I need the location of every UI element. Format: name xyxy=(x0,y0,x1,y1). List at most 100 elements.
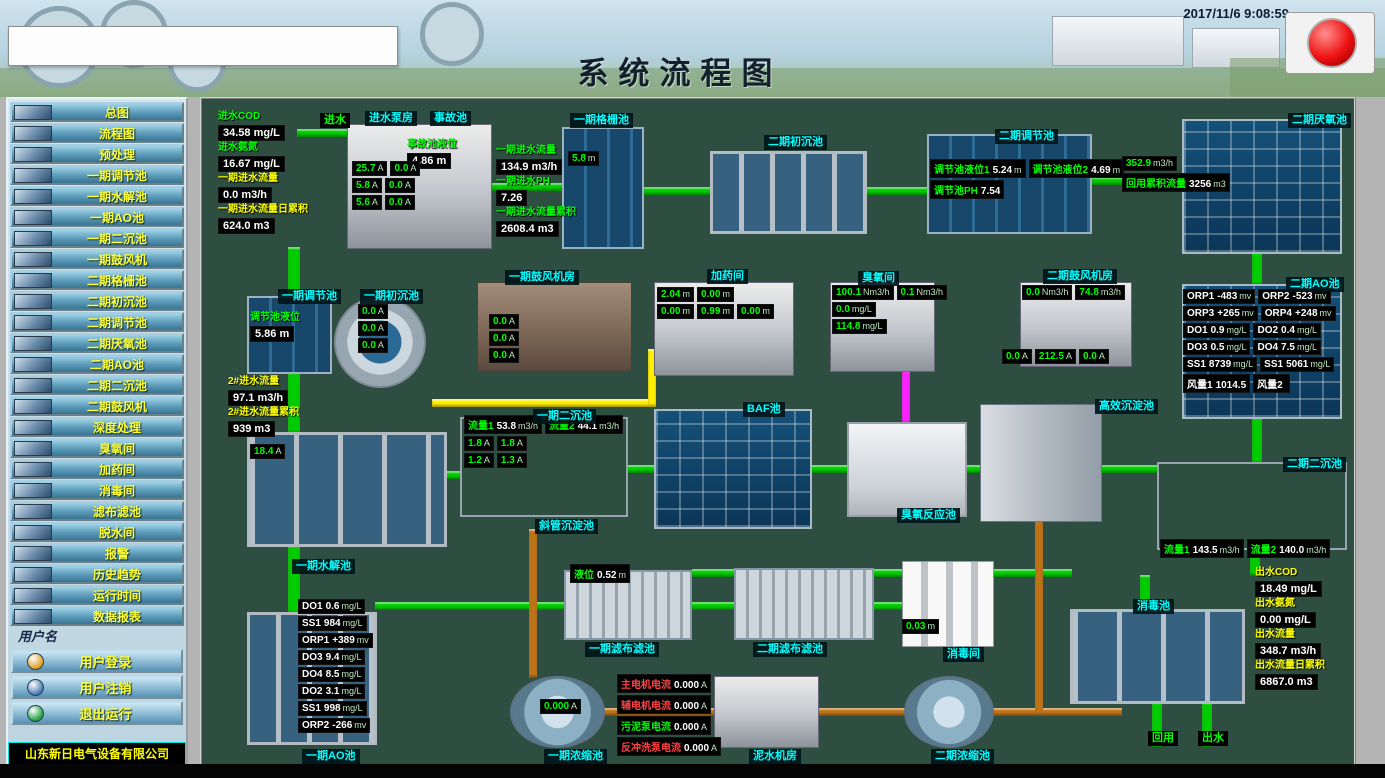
label-phase2-blower-house: 二期鼓风机房 xyxy=(1043,269,1117,284)
readout-unit: m3/h xyxy=(518,421,539,431)
label-phase2-regulating: 二期调节池 xyxy=(995,129,1058,144)
thumbnail-icon xyxy=(14,524,52,540)
readout-value: 9.4 xyxy=(325,652,340,663)
readout-unit: m3/h xyxy=(238,189,268,201)
value-readout: 6867.0 m3 xyxy=(1255,674,1318,690)
sludge-dewatering-house[interactable] xyxy=(714,676,819,748)
readout-unit: A xyxy=(377,306,384,316)
alarm-indicator-light[interactable] xyxy=(1307,18,1357,68)
sidebar-item-phase2-blower[interactable]: 二期鼓风机 xyxy=(10,396,184,416)
readout-value: 0.9 xyxy=(1210,325,1225,336)
thumbnail-icon xyxy=(14,293,52,309)
sidebar-item-phase2-anaerobic[interactable]: 二期厌氧池 xyxy=(10,333,184,353)
readout-value: 18.4 xyxy=(254,446,274,457)
phase2-primary-sed-pool[interactable] xyxy=(710,151,867,234)
phase2-cloth-filter-unit[interactable] xyxy=(734,568,874,640)
pipe xyxy=(1152,702,1162,747)
sidebar-item-phase1-secondary-sed[interactable]: 一期二沉池 xyxy=(10,228,184,248)
readout-unit: m3 xyxy=(1213,179,1226,189)
readout-value: 0.00 xyxy=(740,306,761,317)
thumbnail-icon xyxy=(14,167,52,183)
thumbnail-icon xyxy=(14,440,52,456)
readout-value: 0.0 xyxy=(493,333,507,344)
baf-pool[interactable] xyxy=(654,409,812,529)
readout-value: 0.0 xyxy=(836,304,850,315)
readout-label: 一期进水流量 xyxy=(496,145,556,156)
readout-value: 134.9 xyxy=(501,161,529,173)
label-dosing-room: 加药间 xyxy=(707,269,748,284)
sidebar-item-phase2-regulating[interactable]: 二期调节池 xyxy=(10,312,184,332)
sidebar-item-phase1-regulating[interactable]: 一期调节池 xyxy=(10,165,184,185)
report-icon xyxy=(14,608,52,624)
readout-label: 风量1 xyxy=(1187,380,1213,391)
sidebar-item-flowchart[interactable]: 流程图 xyxy=(10,123,184,143)
label-phase1-primary-sed: 一期初沉池 xyxy=(360,289,423,304)
sidebar-item-phase2-primary-sed[interactable]: 二期初沉池 xyxy=(10,291,184,311)
sidebar-item-phase2-grating[interactable]: 二期格栅池 xyxy=(10,270,184,290)
sidebar-button-login[interactable]: 用户登录 xyxy=(11,649,183,673)
phase2-thickener-pool[interactable] xyxy=(904,676,994,748)
label-ozone-reactor: 臭氧反应池 xyxy=(897,508,960,523)
readout-unit: A xyxy=(410,163,417,173)
sidebar-item-disinfection-room[interactable]: 消毒间 xyxy=(10,480,184,500)
sidebar-item-phase1-blower[interactable]: 一期鼓风机 xyxy=(10,249,184,269)
readout-value: 352.9 xyxy=(1126,158,1152,169)
sidebar-item-overview[interactable]: 总图 xyxy=(10,102,184,122)
sidebar-button-logout[interactable]: 用户注销 xyxy=(11,675,183,699)
sidebar-item-alarm[interactable]: 报警 xyxy=(10,543,184,563)
sidebar-item-cloth-filter[interactable]: 滤布滤池 xyxy=(10,501,184,521)
sidebar-item-dewatering-room[interactable]: 脱水间 xyxy=(10,522,184,542)
phase2-secondary-sed-pool[interactable] xyxy=(1157,462,1347,550)
sidebar-item-pretreatment[interactable]: 预处理 xyxy=(10,144,184,164)
inlet-pump-house[interactable] xyxy=(347,124,492,249)
ozone-reactor-pool[interactable] xyxy=(847,422,967,517)
sidebar-item-advanced-treatment[interactable]: 深度处理 xyxy=(10,417,184,437)
sidebar-item-dosing-room[interactable]: 加药间 xyxy=(10,459,184,479)
sidebar-button-exit[interactable]: 退出运行 xyxy=(11,701,183,725)
thumbnail-icon xyxy=(14,125,52,141)
readout-unit: Nm3/h xyxy=(1041,287,1069,297)
photo-shape xyxy=(420,2,484,66)
header-white-panel xyxy=(8,26,398,66)
phase1-grating-pool[interactable] xyxy=(562,127,644,249)
pipe xyxy=(867,187,929,195)
sidebar-item-phase1-hydrolysis[interactable]: 一期水解池 xyxy=(10,186,184,206)
readout-unit: A xyxy=(1065,351,1072,361)
high-efficiency-sed-unit[interactable] xyxy=(980,404,1102,522)
sidebar-item-phase2-ao[interactable]: 二期AO池 xyxy=(10,354,184,374)
readout-label: ORP3 xyxy=(1187,308,1215,319)
sidebar-item-runtime[interactable]: 运行时间 xyxy=(10,585,184,605)
readout-value: 6867.0 xyxy=(1260,676,1294,688)
sidebar-item-phase2-secondary-sed[interactable]: 二期二沉池 xyxy=(10,375,184,395)
readout-value: 0.00 xyxy=(661,306,681,317)
readout-unit: mg/L xyxy=(250,127,280,139)
thumbnail-icon xyxy=(14,419,52,435)
readout-value: 1.2 xyxy=(468,455,482,466)
sidebar-item-phase1-ao[interactable]: 一期AO池 xyxy=(10,207,184,227)
sidebar-item-ozone-room[interactable]: 臭氧间 xyxy=(10,438,184,458)
phase2-regulating-pool[interactable] xyxy=(927,134,1092,234)
readout-value: 0.000 xyxy=(674,722,700,733)
disinfection-pool[interactable] xyxy=(1070,609,1245,704)
sidebar-item-data-report[interactable]: 数据报表 xyxy=(10,606,184,626)
sidebar-item-history-trend[interactable]: 历史趋势 xyxy=(10,564,184,584)
readout-unit: mg/L xyxy=(250,158,280,170)
readout-value: 25.7 xyxy=(356,163,376,174)
